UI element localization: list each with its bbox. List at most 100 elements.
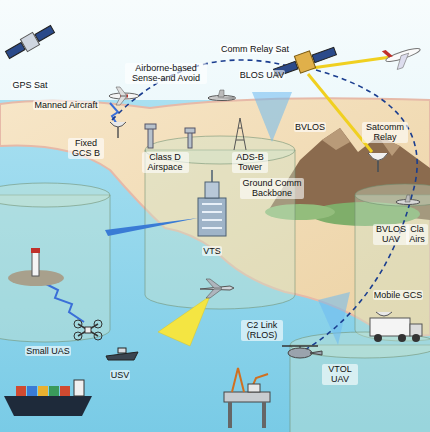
label-text: Manned Aircraft [33,100,98,110]
control-tower [188,132,192,148]
usv [106,348,138,360]
label-text: BVLOS [294,122,326,132]
label-text: Airborne-based Sense-and Avoid [125,63,207,84]
oil-rig [248,384,260,392]
airliner [393,53,412,69]
cargo-ship [4,396,92,416]
bvlos-uav [396,195,420,205]
lighthouse-island [8,248,64,286]
small-uas [78,324,98,336]
cargo-ship [27,386,37,396]
small-uas [85,327,91,333]
radar-beam [158,296,210,346]
cargo-ship [49,386,59,396]
label-text: Ground Comm Backbone [240,178,304,199]
control-tower [185,128,195,133]
small-uas [94,320,102,328]
small-uas [74,332,82,340]
label-text: Mobile GCS [373,290,424,300]
label-text: Fixed GCS B [68,138,104,159]
airspace-cylinder [0,195,110,342]
oil-rig [232,368,244,392]
label-text: Class D Airspace [142,152,189,173]
gps-satellite [20,32,39,51]
mobile-gcs-truck [376,312,392,316]
cargo-ship [74,380,84,396]
vtol-uav [310,351,322,355]
manned-aircraft [109,87,139,105]
airspace-cylinder [0,183,110,207]
control-tower [145,124,195,148]
satcom-dish [368,153,388,172]
vts-building [198,170,226,236]
blos-uav [208,90,236,101]
cargo-ship [4,380,92,416]
airliner [382,49,393,59]
flight-path [305,70,417,350]
airspace-cylinder [355,184,430,206]
label-text: Cla Airs [406,224,428,245]
ground-antenna [117,127,119,138]
cargo-ship [60,386,70,396]
jet-uav [200,279,234,298]
airspace-cylinder [0,136,430,432]
radio-link [42,282,84,322]
small-uas [94,332,102,340]
lighthouse-island [32,252,39,276]
vtol-uav [288,348,312,358]
label-text: Satcomm Relay [362,122,408,143]
oil-rig [224,392,270,402]
gps-satellite [5,43,25,59]
manned-aircraft [116,87,127,105]
vtol-uav [300,346,301,348]
cargo-ship [16,386,26,396]
label-text: BVLOS UAV [373,224,409,245]
relay-satellite [294,51,315,73]
label-text: VTOL UAV [322,364,358,385]
vts-building [202,204,222,228]
vts-building [198,198,226,236]
label-text: ADS-B Tower [232,152,268,173]
ads-b-tower [234,118,246,150]
small-uas [78,324,98,336]
ground-antenna [110,122,126,138]
label-text: BLOS UAV [239,70,285,80]
mobile-gcs-truck [398,334,406,342]
satcom-dish [377,161,379,172]
ground-antenna [110,122,126,127]
oil-rig [262,402,266,428]
blos-uav [218,90,224,97]
mobile-gcs-truck [412,334,420,342]
label-text: C2 Link (RLOS) [241,320,283,341]
gps-satellite [4,23,56,61]
mobile-gcs-truck [374,334,382,342]
airspace-cylinder [355,195,430,341]
mobile-gcs-truck [370,312,422,342]
label-text: Comm Relay Sat [220,44,290,54]
flight-path [112,60,296,120]
oil-rig [228,402,232,428]
label-text: USV [110,370,131,380]
vts-building [211,170,213,182]
control-tower [148,128,153,148]
jet-uav [206,279,222,298]
oil-rig [224,368,270,428]
blos-uav [208,97,236,99]
cargo-ship [38,386,48,396]
antenna-beam [252,92,292,142]
relay-satellite [312,47,336,62]
lighthouse-island [31,248,40,253]
airspace-cylinder [145,150,295,309]
small-uas [74,320,82,328]
bvlos-uav [405,195,410,202]
ads-b-tower [234,118,246,150]
vts-building [205,182,219,198]
label-text: GPS Sat [11,80,48,90]
control-tower [145,124,156,129]
airliner [382,40,424,72]
mobile-gcs-truck [370,318,410,336]
label-text: VTS [202,246,222,256]
gps-satellite [35,26,55,42]
